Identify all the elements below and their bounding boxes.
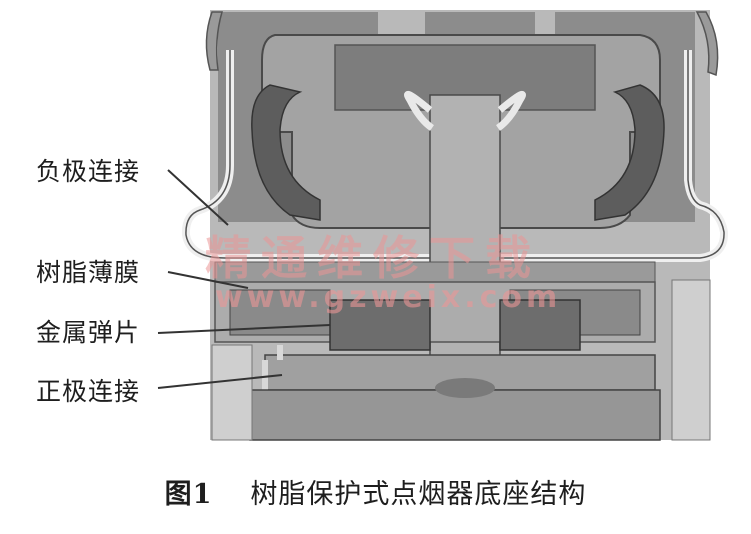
leader-negative xyxy=(167,169,229,226)
left-clip xyxy=(205,11,223,71)
terminal-hook-left xyxy=(404,90,435,131)
label-resin-film: 树脂薄膜 xyxy=(36,258,141,287)
side-wall-left xyxy=(211,344,253,441)
label-metal-spring: 金属弹片 xyxy=(36,318,141,347)
leader-spring xyxy=(157,324,331,334)
caption-number: 图1 xyxy=(164,479,213,510)
side-wall-right xyxy=(671,279,711,441)
figure-caption: 图1 树脂保护式点烟器底座结构 xyxy=(0,472,751,511)
metal-spring-left xyxy=(329,299,431,351)
right-clip xyxy=(695,11,719,77)
label-negative-connection: 负极连接 xyxy=(36,157,141,186)
label-positive-connection: 正极连接 xyxy=(36,377,141,406)
terminal-hook-right xyxy=(495,90,526,131)
watermark-cn: 精通维修下载 xyxy=(205,231,541,285)
leader-film xyxy=(167,271,249,289)
left-coil xyxy=(251,84,321,221)
bottom-base xyxy=(249,389,661,441)
bottom-rivet xyxy=(435,378,495,398)
leader-positive xyxy=(157,374,283,389)
metal-spring-right xyxy=(499,299,581,351)
upper-center-tab xyxy=(425,12,535,37)
watermark-url: www.gzweix.com xyxy=(215,280,562,315)
caption-title: 树脂保护式点烟器底座结构 xyxy=(250,479,587,510)
right-coil xyxy=(594,84,665,221)
